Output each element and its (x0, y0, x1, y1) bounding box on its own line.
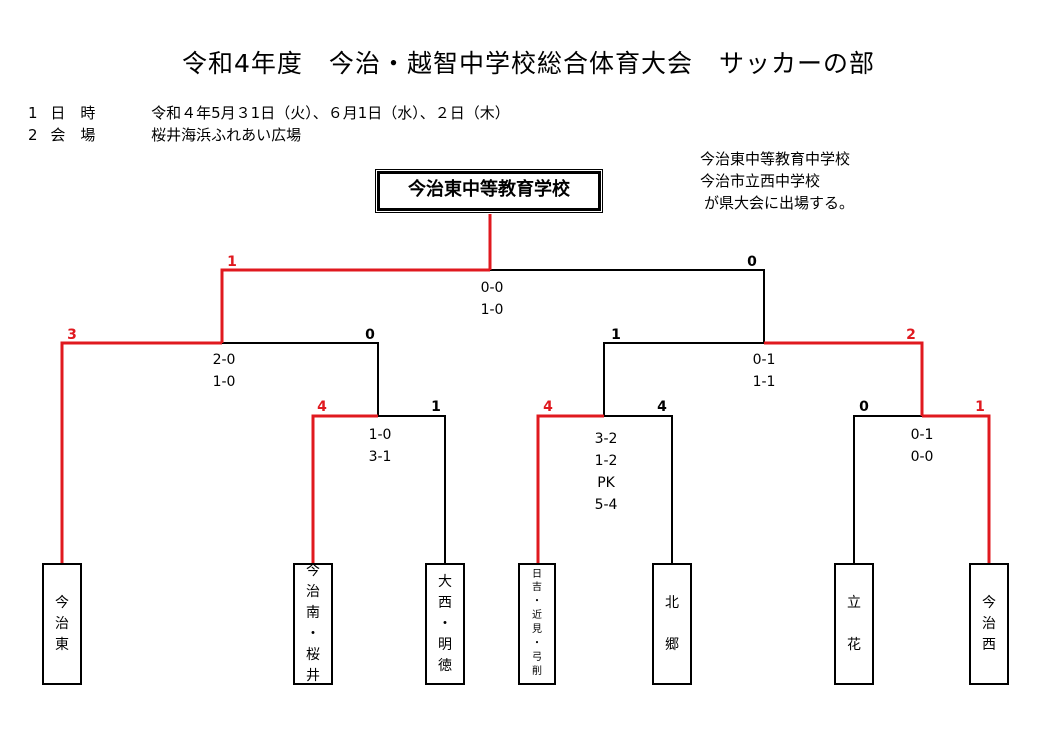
team-char: 近 (532, 610, 542, 621)
final-right-score: 0 (747, 254, 757, 270)
team-tachibana: 立 花 (834, 563, 874, 685)
line-final-loser (490, 269, 765, 343)
team-char: 桜 (306, 647, 320, 663)
team-char: 立 (847, 594, 861, 611)
sf-a-left-score: 3 (67, 327, 77, 343)
info-value: 令和４年5月３1日（火）、６月1日（水）、２日（木） (151, 104, 510, 122)
team-char: 今 (982, 594, 996, 611)
team-char: 削 (532, 666, 542, 677)
team-char: 郷 (665, 636, 679, 653)
note-line: 今治東中等教育中学校 (700, 150, 851, 168)
team-char: 治 (306, 584, 320, 600)
team-char: 北 (665, 594, 679, 611)
qualifier-note: 今治東中等教育中学校 今治市立西中学校 が県大会に出場する。 (700, 148, 854, 214)
r1-c-result-1: 0-1 (911, 427, 934, 443)
team-hokugo: 北 郷 (652, 563, 692, 685)
team-char: ・ (532, 638, 542, 649)
team-char: 治 (982, 615, 996, 632)
team-char: 西 (982, 636, 996, 653)
note-line: 今治市立西中学校 (700, 172, 821, 190)
team-char: 今 (306, 563, 320, 579)
info-num: 2 (28, 126, 38, 144)
r1-a-left-score: 4 (317, 399, 327, 415)
page-title: 令和4年度 今治・越智中学校総合体育大会 サッカーの部 (182, 49, 875, 78)
info-label: 日 時 (50, 104, 96, 122)
team-char: 徳 (438, 657, 452, 674)
r1-c-right-score: 1 (975, 399, 985, 415)
sf-a-result-2: 1-0 (213, 374, 236, 390)
sf-b-result-2: 1-1 (753, 374, 776, 390)
r1-b-result-4: 5-4 (595, 497, 618, 513)
r1-b-result-2: 1-2 (595, 453, 618, 469)
r1-b-result-1: 3-2 (595, 431, 618, 447)
note-line: が県大会に出場する。 (704, 194, 855, 212)
team-char: ・ (306, 626, 320, 642)
line-sf-b-winner (764, 341, 924, 416)
sf-a-right-score: 0 (365, 327, 375, 343)
team-char: 見 (532, 624, 542, 635)
line-tachibana (853, 415, 922, 563)
team-char: 今 (55, 594, 69, 611)
r1-b-result-3: PK (597, 475, 615, 491)
team-char: 弓 (532, 652, 542, 663)
r1-b-left-score: 4 (543, 399, 553, 415)
team-char: 花 (847, 636, 861, 653)
final-left-score: 1 (227, 254, 237, 270)
bracket-black-lines (222, 269, 922, 563)
line-hokugo (604, 415, 673, 563)
team-char: 井 (306, 668, 320, 684)
info-num: 1 (28, 104, 38, 122)
team-char: 吉 (532, 582, 542, 593)
team-char: 明 (438, 636, 452, 653)
line-sf-b-loser (603, 342, 764, 416)
team-char: 東 (55, 636, 69, 653)
r1-a-result-2: 3-1 (369, 449, 392, 465)
sf-b-left-score: 1 (611, 327, 621, 343)
team-char: 南 (306, 605, 320, 621)
info-label: 会 場 (50, 126, 96, 144)
line-imabari-higashi (60, 341, 222, 563)
bracket-red-lines (60, 214, 991, 563)
line-minami-sakurai (311, 414, 378, 563)
r1-a-result-1: 1-0 (369, 427, 392, 443)
line-sf-a-loser (222, 342, 379, 416)
info-date-row: 1 日 時 令和４年5月３1日（火）、６月1日（水）、２日（木） (28, 102, 510, 123)
team-char: 日 (532, 569, 542, 580)
line-onishi (378, 415, 446, 563)
team-imabari-higashi: 今 治 東 (42, 563, 82, 685)
team-char: 西 (438, 594, 452, 611)
team-char: 大 (438, 573, 452, 590)
champion-box: 今治東中等教育学校 (377, 171, 601, 211)
r1-c-left-score: 0 (859, 399, 869, 415)
r1-c-result-2: 0-0 (911, 449, 934, 465)
team-char: ・ (438, 615, 452, 632)
line-hiyoshi (536, 414, 604, 563)
team-hiyoshi-chikami-yuge: 日 吉 ・ 近 見 ・ 弓 削 (518, 563, 556, 685)
team-imabari-minami-sakurai: 今 治 南 ・ 桜 井 (293, 563, 333, 685)
sf-a-result-1: 2-0 (213, 352, 236, 368)
r1-b-right-score: 4 (657, 399, 667, 415)
r1-a-right-score: 1 (431, 399, 441, 415)
line-sf-a-winner (220, 268, 490, 343)
sf-b-right-score: 2 (906, 327, 916, 343)
final-result-2: 1-0 (481, 302, 504, 318)
final-result-1: 0-0 (481, 280, 504, 296)
team-char: 治 (55, 615, 69, 632)
team-onishi-meitoku: 大 西 ・ 明 徳 (425, 563, 465, 685)
sf-b-result-1: 0-1 (753, 352, 776, 368)
team-imabari-nishi: 今 治 西 (969, 563, 1009, 685)
team-char: ・ (532, 596, 542, 607)
line-imabari-nishi (922, 414, 991, 563)
info-venue-row: 2 会 場 桜井海浜ふれあい広場 (28, 124, 301, 145)
info-value: 桜井海浜ふれあい広場 (151, 126, 302, 144)
